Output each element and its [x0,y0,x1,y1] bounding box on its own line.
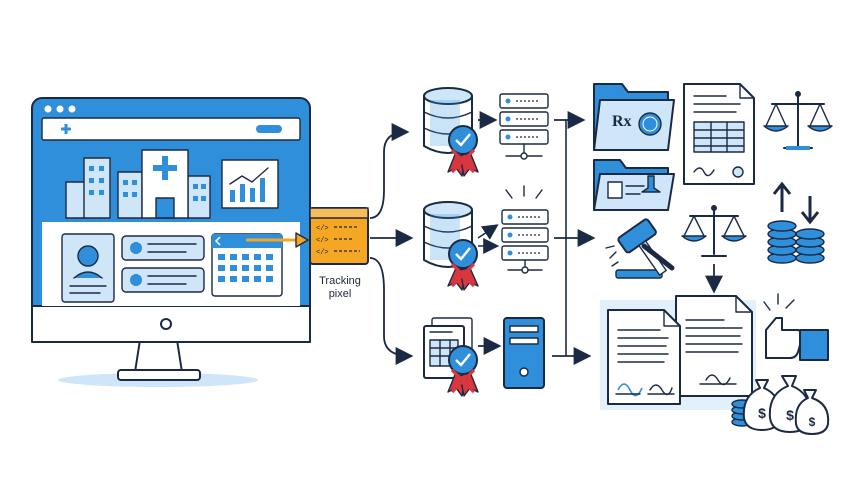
red-x-mark-top [450,148,476,174]
branch-connectors [369,123,414,365]
money-bag-icon-group: $ $ $ [731,375,830,435]
server-rack-icon-top [499,93,549,160]
arrow-down-icon [800,196,820,225]
patient-info-card-1 [121,235,205,261]
money-bag-icon-3: $ [794,389,830,435]
code-line-2: </> [316,237,329,245]
svg-text:$: $ [786,407,794,423]
analytics-chart-icon [221,159,279,209]
browser-menu-pill [256,125,282,133]
monitor-power-button [160,318,172,330]
red-x-mark-bottom [450,368,476,394]
hospital-building-icon [141,149,189,219]
scales-icon-top [763,91,833,150]
id-folder-icon [593,159,675,211]
stamp-icon [641,175,661,193]
red-x-mark-middle [450,262,476,288]
window-dot-3 [68,105,76,113]
appointment-calendar-icon [211,233,283,297]
coins-stack-icon [767,181,825,264]
svg-text:$: $ [809,415,816,429]
tracking-label-line1: Tracking [319,275,361,287]
monitor-base [117,369,201,381]
sparkle-lines [763,293,795,311]
tracking-label-line2: pixel [329,288,352,300]
scales-icon-middle [681,205,747,257]
alert-spark-lines [505,185,543,199]
window-dot-2 [56,105,64,113]
arrow-db-to-server-mid-a [477,224,499,240]
contract-documents-stack [600,295,756,410]
hospital-website-monitor [31,97,311,387]
pixel-fire-arrowhead [295,232,309,248]
arrow-up-icon [772,181,792,212]
gavel-impact-lines [605,245,619,267]
computer-tower-icon [503,317,545,389]
branch-arrow-top [369,123,410,219]
monitor-stand [134,339,183,373]
buildings-illustration [65,157,211,219]
rx-folder-icon: Rx [593,83,675,151]
doctor-profile-card [61,233,115,303]
gavel-icon [605,218,675,279]
code-line-1: </> [316,225,329,233]
svg-text:$: $ [758,405,766,421]
code-line-3: </> [316,249,329,257]
rx-label: Rx [612,113,632,130]
medical-cross-icon [61,124,71,134]
branch-arrow-bottom [369,257,414,365]
code-snippet-icon: </> </> </> [309,207,369,265]
server-rack-icon-middle [501,185,549,274]
patient-info-card-2 [121,267,205,293]
thumbs-up-icon [763,293,829,361]
window-dot-1 [44,105,52,113]
browser-toolbar [41,117,301,141]
legal-document-icon [683,83,755,185]
